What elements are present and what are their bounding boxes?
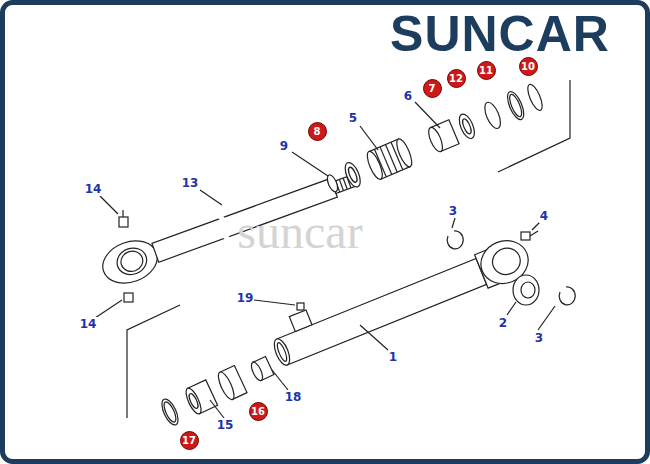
callout-number: 12 [447,69,466,88]
callout-number: 14 [84,182,103,196]
drawing-lines [95,80,575,428]
callout-number: 11 [477,61,496,80]
callout-number: 17 [180,431,199,450]
callout-number: 15 [216,418,235,432]
callout-number: 5 [348,111,358,125]
watermark: suncar [237,208,362,256]
callout-number: 1 [388,350,398,364]
callout-number: 6 [403,89,413,103]
callout-number: 10 [519,57,538,76]
callout-number: 4 [539,209,549,223]
brand-logo: SUNCAR [390,9,610,59]
callout-number: 8 [308,122,327,141]
callout-number: 9 [279,139,289,153]
callout-number: 13 [181,176,200,190]
callout-number: 16 [249,402,268,421]
callout-number: 18 [284,390,303,404]
frame [3,3,648,462]
callout-number: 2 [498,316,508,330]
callout-number: 3 [534,331,544,345]
callout-number: 14 [79,317,98,331]
callout-number: 7 [423,79,442,98]
callout-number: 19 [236,291,255,305]
callout-number: 3 [448,204,458,218]
